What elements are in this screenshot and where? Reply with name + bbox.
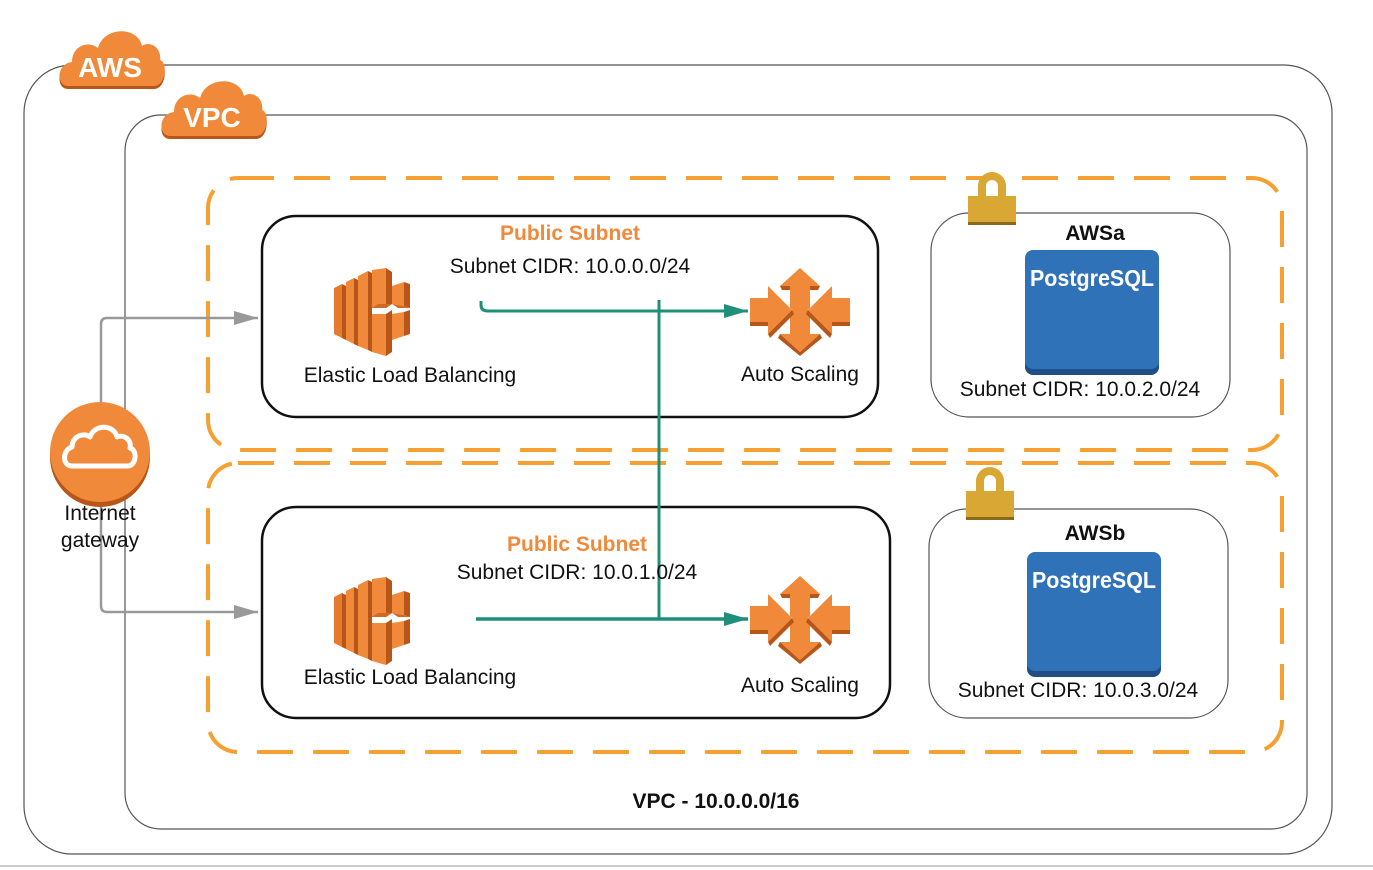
vpc-cidr-footer: VPC - 10.0.0.0/16 — [633, 790, 800, 813]
aws-label: AWS — [78, 52, 142, 83]
igw-arrow-to-subnet-b — [99, 490, 258, 619]
public-subnet-a-title: Public Subnet — [500, 222, 640, 245]
postgresql-db-a: PostgreSQL — [1025, 250, 1159, 375]
elb-label-b: Elastic Load Balancing — [304, 666, 516, 689]
availability-zone-b — [206, 461, 1284, 754]
elb-to-autoscaling-arrow-a — [479, 301, 748, 318]
public-subnet-a-cidr: Subnet CIDR: 10.0.0.0/24 — [450, 255, 691, 278]
private-subnet-b-name: AWSb — [1065, 522, 1126, 545]
igw-label-line2: gateway — [61, 529, 140, 552]
availability-zone-a — [206, 176, 1284, 452]
private-subnet-a-name: AWSa — [1065, 222, 1125, 245]
public-subnet-b — [260, 505, 892, 720]
postgresql-label-a: PostgreSQL — [1030, 265, 1154, 291]
public-subnet-a — [260, 214, 880, 419]
postgresql-label-b: PostgreSQL — [1032, 567, 1156, 593]
aws-cloud-badge: AWS — [59, 31, 165, 89]
vpc-cloud-badge: VPC — [161, 81, 267, 139]
igw-label-line1: Internet — [64, 502, 135, 525]
autoscaling-label-b: Auto Scaling — [741, 674, 859, 697]
cloud-icon — [62, 424, 138, 469]
internet-gateway: Internet gateway — [50, 402, 150, 552]
public-subnet-b-cidr: Subnet CIDR: 10.0.1.0/24 — [457, 561, 698, 584]
lock-icon — [966, 467, 1014, 520]
elb-label-a: Elastic Load Balancing — [304, 364, 516, 387]
postgresql-db-b: PostgreSQL — [1027, 552, 1161, 677]
autoscaling-label-a: Auto Scaling — [741, 363, 859, 386]
private-subnet-a-cidr: Subnet CIDR: 10.0.2.0/24 — [960, 378, 1201, 401]
internet-gateway-circle — [50, 402, 150, 502]
private-subnet-b-cidr: Subnet CIDR: 10.0.3.0/24 — [958, 679, 1199, 702]
igw-arrow-to-subnet-a — [99, 311, 258, 405]
aws-container — [23, 64, 1333, 855]
public-subnet-b-title: Public Subnet — [507, 533, 647, 556]
vpc-label: VPC — [183, 102, 241, 133]
